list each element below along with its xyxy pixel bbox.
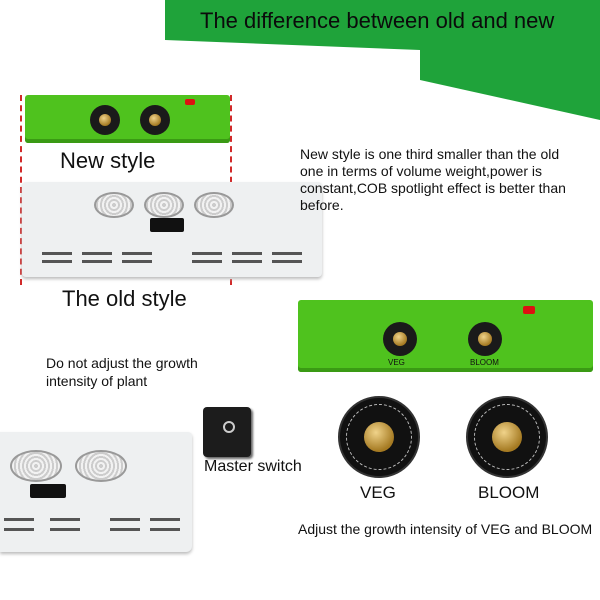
veg-dial-icon [338, 396, 420, 478]
veg-label: VEG [360, 483, 396, 502]
rocker-switch-icon [30, 484, 66, 498]
fan-icon [194, 192, 234, 218]
fan-icon [144, 192, 184, 218]
left-size-guide [20, 95, 22, 285]
power-indicator-icon [185, 99, 195, 105]
old-warning-note: Do not adjust the growth intensity of pl… [46, 355, 198, 389]
bloom-label: BLOOM [478, 483, 540, 502]
rocker-switch-icon [150, 218, 184, 232]
page-title: The difference between old and new [200, 8, 555, 33]
new-style-device [25, 95, 230, 143]
fan-icon [10, 450, 62, 482]
new-adjust-note: Adjust the growth intensity of VEG and B… [298, 521, 593, 537]
old-device-closeup [0, 432, 192, 552]
knob-label-bloom: BLOOM [470, 358, 499, 367]
fan-icon [94, 192, 134, 218]
new-style-label: New style [60, 148, 156, 173]
veg-knob-icon [383, 322, 417, 356]
power-indicator-icon [523, 306, 535, 314]
old-style-label: The old style [62, 286, 187, 311]
bloom-knob-icon [468, 322, 502, 356]
comparison-note: New style is one third smaller than the … [300, 146, 566, 213]
rocker-switch-icon [203, 407, 251, 457]
master-switch-label: Master switch [204, 458, 302, 475]
new-device-closeup: VEG BLOOM [298, 300, 593, 372]
veg-knob-icon [90, 105, 120, 135]
bloom-knob-icon [140, 105, 170, 135]
bloom-dial-icon [466, 396, 548, 478]
fan-icon [75, 450, 127, 482]
knob-label-veg: VEG [388, 358, 405, 367]
title-banner [165, 0, 600, 120]
old-style-device [22, 182, 322, 277]
